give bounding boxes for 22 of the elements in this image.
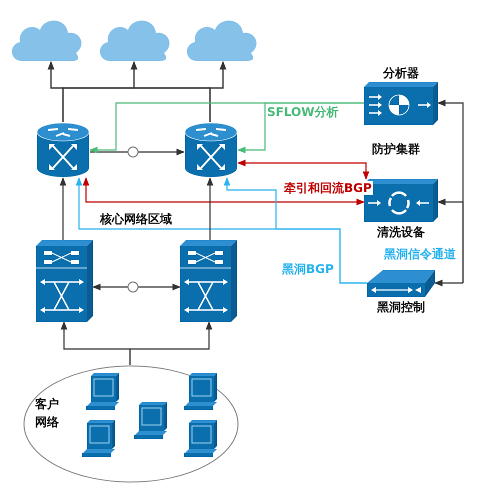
connector-arrow [437,198,464,283]
text-label: 防护集群 [372,142,420,156]
connector-arrow [60,177,66,240]
device-label: 清洗设备 [376,225,426,240]
edge-label: SFLOW分析 [266,105,340,120]
connector-arrow [224,177,367,284]
connector-arrow [92,284,181,290]
connector-arrow [90,148,185,156]
connector-arrow [434,280,463,286]
text-label: 黑洞信令通道 [384,247,456,262]
network-label: 客户网络 [35,396,60,431]
line-label: 黑洞BGP [282,262,334,276]
connector-arrow [129,321,212,365]
device-label: 分析器 [382,66,420,80]
connector-arrow [237,102,364,154]
edge-label: 牵引和回流BGP [283,181,373,196]
device-label: 黑洞控制 [376,300,426,314]
connector-arrow [209,61,226,122]
connector-arrow [82,177,365,206]
text-label: 核心网络区域 [100,212,172,226]
connector-arrow [206,177,214,240]
connector-arrow [237,160,370,180]
